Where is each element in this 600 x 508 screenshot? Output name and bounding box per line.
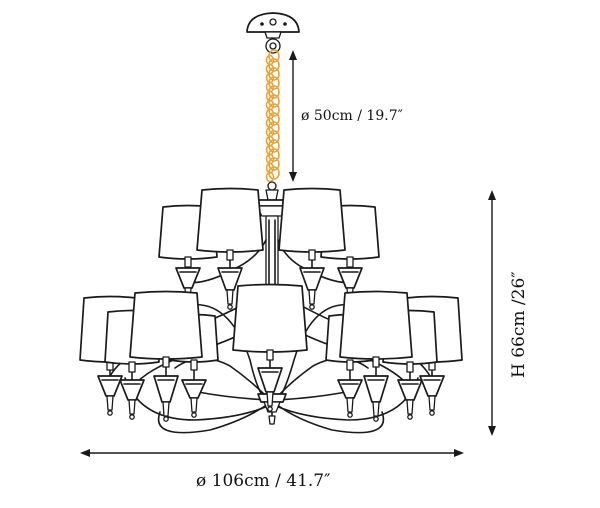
candle-cup bbox=[153, 375, 179, 403]
candle-cup bbox=[299, 267, 325, 291]
chain-length-arrow bbox=[289, 50, 297, 182]
candle-cup bbox=[397, 379, 423, 401]
height-label: H 66cm /26″ bbox=[509, 271, 529, 378]
candle-cup bbox=[363, 375, 389, 403]
diameter-arrow bbox=[80, 449, 464, 457]
lamp-unit bbox=[196, 187, 264, 310]
diameter-label: ø 106cm / 41.7″ bbox=[196, 471, 330, 491]
candle-cup bbox=[217, 267, 243, 291]
lamp-unit bbox=[339, 290, 413, 422]
lamp-unit bbox=[278, 187, 346, 310]
lamp-shade bbox=[232, 283, 308, 353]
lamp-unit bbox=[232, 283, 308, 412]
chain-link bbox=[265, 171, 275, 183]
ceiling-canopy bbox=[246, 12, 300, 54]
lamp-shade bbox=[278, 187, 346, 253]
candle-cup bbox=[175, 267, 201, 289]
lamp-units bbox=[79, 187, 463, 422]
height-arrow bbox=[488, 190, 496, 436]
suspension-chain bbox=[265, 49, 280, 183]
lamp-unit bbox=[129, 290, 203, 422]
lamp-shade bbox=[196, 187, 264, 253]
lamp-shade bbox=[339, 290, 413, 360]
candle-cup bbox=[337, 379, 363, 399]
candle-cup bbox=[181, 379, 207, 399]
candle-cup bbox=[337, 267, 363, 289]
lamp-shade bbox=[129, 290, 203, 360]
chain-length-label: ø 50cm / 19.7″ bbox=[301, 108, 403, 124]
candle-cup bbox=[119, 379, 145, 401]
candle-cup bbox=[419, 375, 445, 397]
candle-cup bbox=[257, 367, 283, 393]
candle-cup bbox=[97, 375, 123, 397]
